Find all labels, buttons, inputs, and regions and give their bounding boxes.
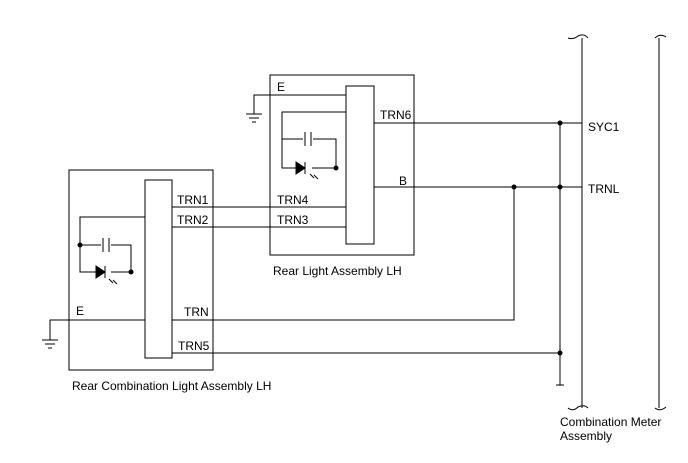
junction-dot	[557, 184, 563, 190]
junction-dot	[557, 350, 563, 356]
rear-combination-ground-label: E	[76, 304, 84, 318]
rear-light-assembly-box	[269, 74, 415, 256]
rear-combination-caption: Rear Combination Light Assembly LH	[72, 379, 271, 393]
rear-combination-connector	[144, 179, 173, 359]
pin-trn6-label: TRN6	[380, 108, 412, 122]
rear-light-ground-wire	[253, 94, 346, 114]
wire-trn	[172, 187, 515, 321]
rear-combination-assembly-box	[68, 169, 214, 371]
pin-syc1-label: SYC1	[588, 120, 620, 134]
pin-trn-label: TRN	[184, 305, 209, 319]
meter-caption-line1: Combination Meter	[560, 415, 661, 429]
pin-trnl-label: TRNL	[588, 182, 620, 196]
led-icon	[304, 162, 319, 180]
rear-combination-ground-wire	[49, 319, 145, 340]
meter-caption-line2: Assembly	[560, 429, 612, 443]
pin-trn2-label: TRN2	[177, 213, 209, 227]
junction-dot	[511, 184, 517, 190]
ground-icon	[42, 339, 58, 349]
capacitor-icon	[304, 132, 312, 146]
led-icon	[104, 266, 118, 285]
rear-light-caption: Rear Light Assembly LH	[273, 264, 402, 278]
pin-trn5-label: TRN5	[178, 339, 210, 353]
combination-meter-body	[567, 34, 667, 411]
pin-trn3-label: TRN3	[277, 213, 309, 227]
capacitor-icon	[102, 238, 110, 252]
junction-dot	[557, 120, 563, 126]
pin-trn1-label: TRN1	[177, 193, 209, 207]
rear-light-ground-label: E	[277, 80, 285, 94]
ground-icon	[246, 113, 262, 123]
pin-trn4-label: TRN4	[277, 193, 309, 207]
rear-light-connector	[345, 85, 375, 245]
pin-b-label: B	[399, 174, 407, 188]
